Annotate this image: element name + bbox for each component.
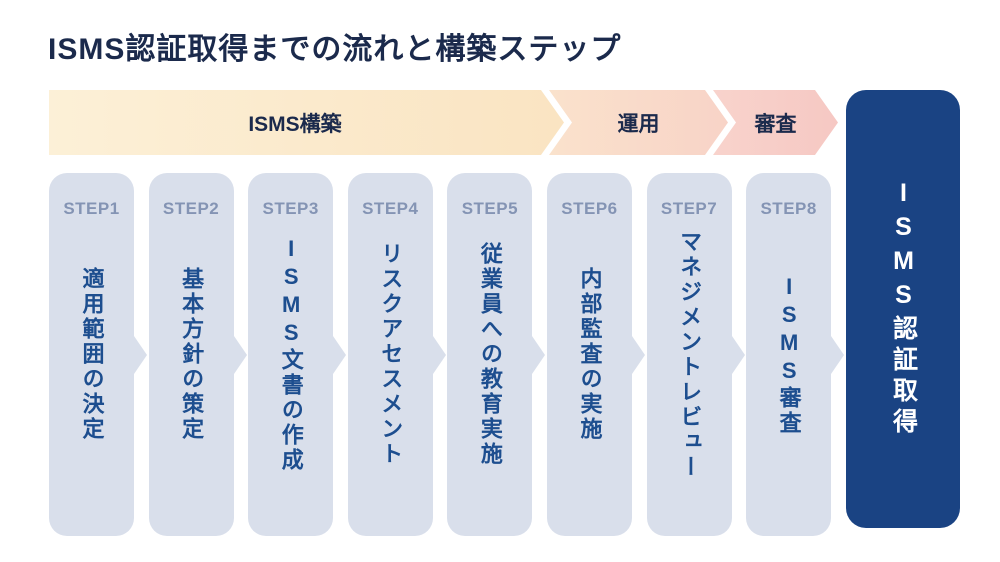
step-column-3: STEP3 ISMS文書の作成 [248, 173, 334, 536]
page-title: ISMS認証取得までの流れと構築ステップ [48, 33, 622, 66]
step-title: ISMS審査 [776, 273, 802, 436]
step-column-7: STEP7 マネジメントレビュー [646, 173, 732, 536]
step-title-wrap: 基本方針の策定 [149, 173, 234, 536]
step-title: 従業員への教育実施 [477, 242, 503, 467]
phase-segment-isms-construction: ISMS構築 [49, 90, 564, 155]
step-title: 内部監査の実施 [577, 267, 603, 442]
step-column-1: STEP1 適用範囲の決定 [49, 173, 134, 536]
phase-label: 審査 [754, 112, 797, 136]
step-column-6: STEP6 内部監査の実施 [546, 173, 632, 536]
step-column-4: STEP4 リスクアセスメント [347, 173, 433, 536]
step-number: STEP6 [561, 199, 618, 218]
step-title: マネジメントレビュー [677, 229, 703, 480]
step-title: 適用範囲の決定 [79, 267, 105, 442]
step-column-8: STEP8 ISMS審査 [746, 173, 832, 536]
step-title: リスクアセスメント [378, 242, 404, 467]
phase-segment-audit: 審査 [713, 90, 838, 155]
goal-column-isms-certification: ISMS認証取得 [846, 90, 960, 528]
step-number: STEP2 [162, 199, 220, 218]
step-title: ISMS文書の作成 [278, 236, 304, 473]
step-title-wrap: マネジメントレビュー [647, 173, 732, 536]
step-number: STEP7 [660, 199, 718, 218]
phase-label: 運用 [617, 112, 660, 136]
step-title-wrap: 内部監査の実施 [547, 173, 632, 536]
step-title: 基本方針の策定 [179, 267, 205, 442]
step-title-wrap: ISMS文書の作成 [248, 173, 333, 536]
step-number: STEP1 [63, 199, 120, 218]
steps-row: STEP1 適用範囲の決定 STEP2 基本方針の策定 STEP3 ISMS文書… [49, 173, 832, 536]
step-number: STEP3 [262, 199, 319, 218]
step-title-wrap: ISMS審査 [746, 173, 831, 536]
step-column-5: STEP5 従業員への教育実施 [447, 173, 533, 536]
phase-segment-operation: 運用 [549, 90, 728, 155]
step-number: STEP5 [461, 199, 519, 218]
step-title-wrap: 適用範囲の決定 [49, 173, 134, 536]
step-title-wrap: リスクアセスメント [348, 173, 433, 536]
step-title-wrap: 従業員への教育実施 [447, 173, 532, 536]
step-number: STEP8 [760, 199, 817, 218]
goal-title: ISMS認証取得 [889, 179, 918, 439]
step-number: STEP4 [362, 199, 419, 218]
goal-title-wrap: ISMS認証取得 [846, 90, 960, 528]
step-column-2: STEP2 基本方針の策定 [148, 173, 234, 536]
phase-label: ISMS構築 [248, 112, 342, 136]
